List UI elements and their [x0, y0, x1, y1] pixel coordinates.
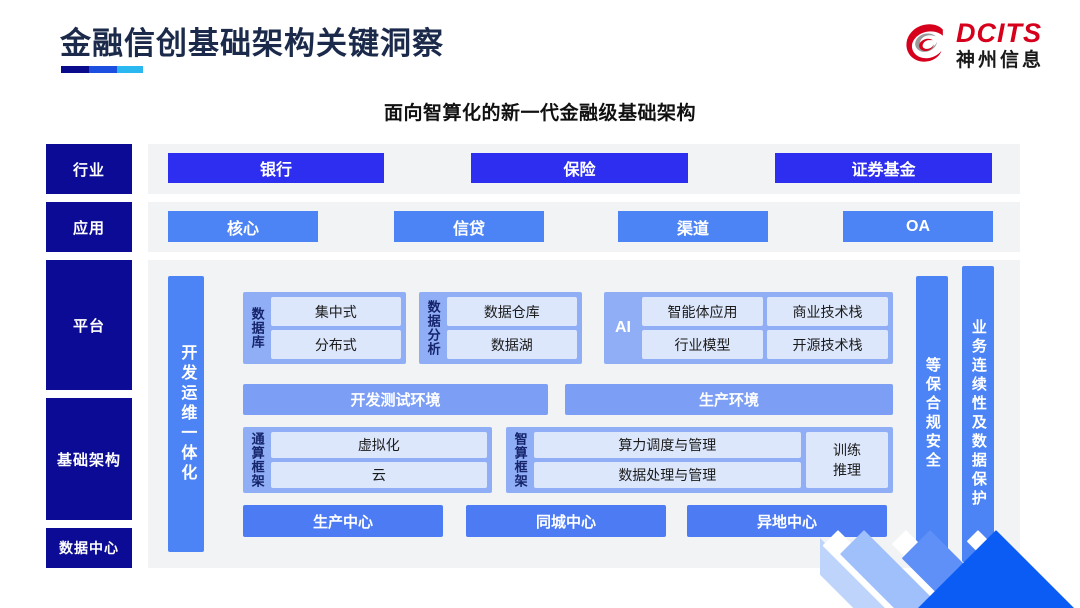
application-chip-credit[interactable]: 信贷 [394, 211, 544, 242]
tile-cloud[interactable]: 云 [270, 462, 487, 488]
tile-data-warehouse[interactable]: 数据仓库 [446, 297, 577, 326]
row-label-infrastructure: 基础架构 [46, 398, 132, 520]
row-label-datacenter: 数据中心 [46, 528, 132, 568]
right-bar-business-continuity-label: 业务连续性及数据保护 [969, 319, 987, 509]
group-intelligent-compute-label: 智算框架 [512, 432, 528, 488]
industry-chip-bank[interactable]: 银行 [168, 153, 384, 183]
diagram-subtitle: 面向智算化的新一代金融级基础架构 [383, 103, 696, 124]
devops-vertical-bar[interactable]: 开发运维一体化 [168, 276, 204, 552]
group-intelligent-compute-framework: 智算框架 算力调度与管理 数据处理与管理 训练 推理 [506, 427, 893, 493]
devops-vertical-bar-label: 开发运维一体化 [178, 344, 196, 484]
tile-commercial-tech-stack[interactable]: 商业技术栈 [767, 297, 888, 326]
group-general-compute-framework: 通算框架 虚拟化 云 [243, 427, 492, 493]
group-database-tiles: 集中式 分布式 [270, 297, 401, 359]
application-chip-core[interactable]: 核心 [168, 211, 318, 242]
group-data-analysis: 数据分析 数据仓库 数据湖 [419, 292, 582, 364]
tile-centralized[interactable]: 集中式 [270, 297, 401, 326]
tile-training-inference[interactable]: 训练 推理 [806, 432, 888, 488]
tile-opensource-tech-stack[interactable]: 开源技术栈 [767, 330, 888, 359]
group-intelligent-compute-tiles: 算力调度与管理 数据处理与管理 [533, 432, 801, 488]
rule-segment-3 [117, 66, 143, 73]
right-bar-business-continuity[interactable]: 业务连续性及数据保护 [962, 266, 994, 562]
application-chip-oa[interactable]: OA [843, 211, 993, 242]
tile-virtualization[interactable]: 虚拟化 [270, 432, 487, 458]
env-bar-production[interactable]: 生产环境 [565, 384, 893, 415]
page-header: 金融信创基础架构关键洞察 DCITS 神州信息 [0, 0, 1080, 88]
group-data-analysis-label: 数据分析 [425, 300, 441, 356]
rule-segment-2 [89, 66, 117, 73]
group-general-compute-label: 通算框架 [249, 432, 265, 488]
group-general-compute-tiles: 虚拟化 云 [270, 432, 487, 488]
industry-chip-securities-fund[interactable]: 证券基金 [775, 153, 992, 183]
tile-distributed[interactable]: 分布式 [270, 330, 401, 359]
title-underline-rule [61, 66, 143, 73]
tile-training-label: 训练 [833, 442, 861, 458]
application-chip-channel[interactable]: 渠道 [618, 211, 768, 242]
rule-segment-1 [61, 66, 89, 73]
row-label-application: 应用 [46, 202, 132, 252]
brand-logo: DCITS 神州信息 [905, 18, 1044, 72]
env-bar-dev-test[interactable]: 开发测试环境 [243, 384, 548, 415]
tile-data-processing[interactable]: 数据处理与管理 [533, 462, 801, 488]
logo-text-en: DCITS [955, 18, 1042, 48]
center-bar-remote[interactable]: 异地中心 [687, 505, 887, 537]
group-ai-label: AI [615, 319, 631, 336]
row-label-platform: 平台 [46, 260, 132, 390]
group-ai: AI 智能体应用 商业技术栈 行业模型 开源技术栈 [604, 292, 893, 364]
dcits-swoosh-icon [906, 24, 943, 62]
center-bar-same-city[interactable]: 同城中心 [466, 505, 666, 537]
tile-data-lake[interactable]: 数据湖 [446, 330, 577, 359]
tile-compute-scheduling[interactable]: 算力调度与管理 [533, 432, 801, 458]
row-label-industry: 行业 [46, 144, 132, 194]
industry-chip-insurance[interactable]: 保险 [471, 153, 688, 183]
logo-wordmark: DCITS 神州信息 [955, 18, 1044, 71]
logo-text-cn: 神州信息 [955, 50, 1044, 71]
group-data-analysis-tiles: 数据仓库 数据湖 [446, 297, 577, 359]
tile-agent-application[interactable]: 智能体应用 [642, 297, 763, 326]
tile-industry-model[interactable]: 行业模型 [642, 330, 763, 359]
page-title: 金融信创基础架构关键洞察 [60, 26, 444, 61]
right-bar-compliance-security-label: 等保合规安全 [923, 357, 941, 471]
right-bar-compliance-security[interactable]: 等保合规安全 [916, 276, 948, 552]
center-bar-production[interactable]: 生产中心 [243, 505, 443, 537]
group-ai-tiles: 智能体应用 商业技术栈 行业模型 开源技术栈 [642, 297, 888, 359]
tile-inference-label: 推理 [833, 462, 861, 478]
group-database-label: 数据库 [249, 307, 265, 349]
group-database: 数据库 集中式 分布式 [243, 292, 406, 364]
